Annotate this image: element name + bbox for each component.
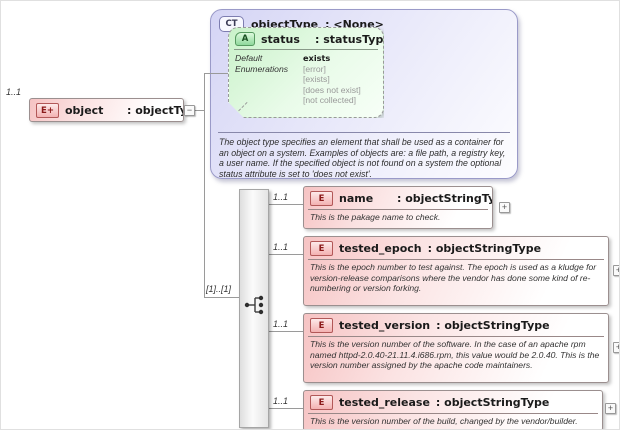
element-name: object xyxy=(65,104,104,117)
connector-line xyxy=(204,73,228,74)
element-type: : objectStringType xyxy=(397,192,492,205)
element-name: tested_version xyxy=(339,319,431,332)
connector-line xyxy=(195,110,204,111)
divider xyxy=(308,259,604,260)
element-type: : objectType xyxy=(127,104,183,117)
facet-value-enum: [error] xyxy=(303,63,326,74)
cardinality-label-tested-epoch: 1..1 xyxy=(273,242,289,252)
element-icon: E xyxy=(310,318,333,333)
element-type: : objectStringType xyxy=(435,396,550,409)
element-box-name[interactable]: E name : objectStringType This is the pa… xyxy=(303,186,493,229)
element-name: tested_epoch xyxy=(339,242,422,255)
element-header: E tested_epoch : objectStringType xyxy=(304,237,608,258)
element-description: This is the pakage name to check. xyxy=(310,212,441,222)
attribute-facets: Default Enumerations exists [error] [exi… xyxy=(229,52,383,107)
cardinality-label-name: 1..1 xyxy=(273,192,289,202)
cardinality-label-tested-release: 1..1 xyxy=(273,396,289,406)
divider xyxy=(308,336,604,337)
cardinality-label-object: 1..1 xyxy=(6,87,22,97)
sequence-compositor-box[interactable] xyxy=(239,189,269,428)
collapse-button-object[interactable]: − xyxy=(184,105,195,116)
element-header: E tested_release : objectStringType xyxy=(304,391,602,412)
element-type: : objectStringType xyxy=(436,319,550,332)
element-icon: E+ xyxy=(36,103,59,118)
cardinality-label-sequence: [1]..[1] xyxy=(206,284,232,294)
expand-button-tested-epoch[interactable]: + xyxy=(613,265,619,276)
element-type: : objectStringType xyxy=(427,242,542,255)
element-icon: E xyxy=(310,191,333,206)
divider xyxy=(308,413,598,414)
expand-button-tested-release[interactable]: + xyxy=(605,403,616,414)
element-box-tested-version[interactable]: E tested_version : objectStringType This… xyxy=(303,313,609,383)
attribute-header: A status : statusType xyxy=(229,28,383,48)
element-icon: E xyxy=(310,395,333,410)
element-description: This is the version number of the build,… xyxy=(310,416,578,426)
element-box-tested-epoch[interactable]: E tested_epoch : objectStringType This i… xyxy=(303,236,609,306)
connector-line xyxy=(269,254,303,255)
element-header: E tested_version : objectStringType xyxy=(304,314,608,335)
expand-button-tested-version[interactable]: + xyxy=(613,342,619,353)
attribute-icon: A xyxy=(235,32,255,46)
connector-line xyxy=(269,408,303,409)
element-description: This is the epoch number to test against… xyxy=(310,262,597,293)
element-box-tested-release[interactable]: E tested_release : objectStringType This… xyxy=(303,390,603,429)
element-name: name xyxy=(339,192,374,205)
facet-value-enum: [exists] xyxy=(303,74,330,85)
element-header-object: E+ object : objectType xyxy=(30,99,183,120)
facet-label-default: Default xyxy=(235,53,263,63)
element-name: tested_release xyxy=(339,396,430,409)
attribute-type: : statusType xyxy=(315,32,391,46)
connector-line xyxy=(204,73,205,298)
element-description: This is the version number of the softwa… xyxy=(310,339,600,370)
sequence-icon xyxy=(244,295,264,315)
facet-value-enum: [does not exist] xyxy=(303,84,361,95)
divider xyxy=(218,132,510,133)
facet-value-default: exists xyxy=(303,53,331,63)
attribute-box-status[interactable]: A status : statusType Default Enumeratio… xyxy=(228,27,384,118)
element-icon: E xyxy=(310,241,333,256)
complex-type-description: The object type specifies an element tha… xyxy=(219,137,506,179)
cardinality-label-tested-version: 1..1 xyxy=(273,319,289,329)
connector-line xyxy=(269,331,303,332)
facet-value-enum: [not collected] xyxy=(303,95,357,106)
element-header: E name : objectStringType xyxy=(304,187,492,208)
connector-line xyxy=(204,297,239,298)
element-box-object[interactable]: E+ object : objectType xyxy=(29,98,184,122)
divider xyxy=(234,49,378,50)
attribute-name: status xyxy=(261,32,300,46)
facet-label-enumerations: Enumerations xyxy=(235,63,289,74)
divider xyxy=(308,209,488,210)
connector-line xyxy=(269,204,303,205)
expand-button-name[interactable]: + xyxy=(499,202,510,213)
